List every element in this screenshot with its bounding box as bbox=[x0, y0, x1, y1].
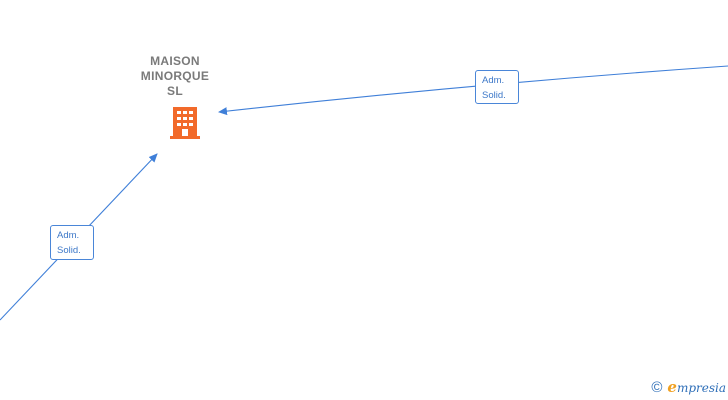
company-name-line-3: SL bbox=[167, 84, 183, 98]
edge-label-right[interactable]: Adm. Solid. bbox=[475, 70, 519, 104]
brand-rest: mpresia bbox=[676, 381, 726, 395]
company-name-line-2: MINORQUE bbox=[140, 69, 210, 83]
edge-line-right bbox=[218, 65, 728, 116]
edge-label-type: Solid. bbox=[482, 90, 506, 101]
watermark: © empresia bbox=[651, 378, 726, 396]
company-name-line-1: MAISON bbox=[150, 54, 200, 68]
edge-label-type: Solid. bbox=[57, 245, 81, 256]
edge-label-role: Adm. bbox=[57, 230, 80, 241]
edge-label-left[interactable]: Adm. Solid. bbox=[50, 225, 94, 260]
brand-initial: e bbox=[667, 378, 677, 396]
company-name[interactable]: MAISON MINORQUE SL bbox=[125, 54, 225, 99]
brand-logo: empresia bbox=[667, 378, 726, 396]
building-icon[interactable] bbox=[170, 107, 200, 139]
copyright-icon: © bbox=[651, 379, 663, 396]
edge-label-role: Adm. bbox=[482, 75, 505, 86]
